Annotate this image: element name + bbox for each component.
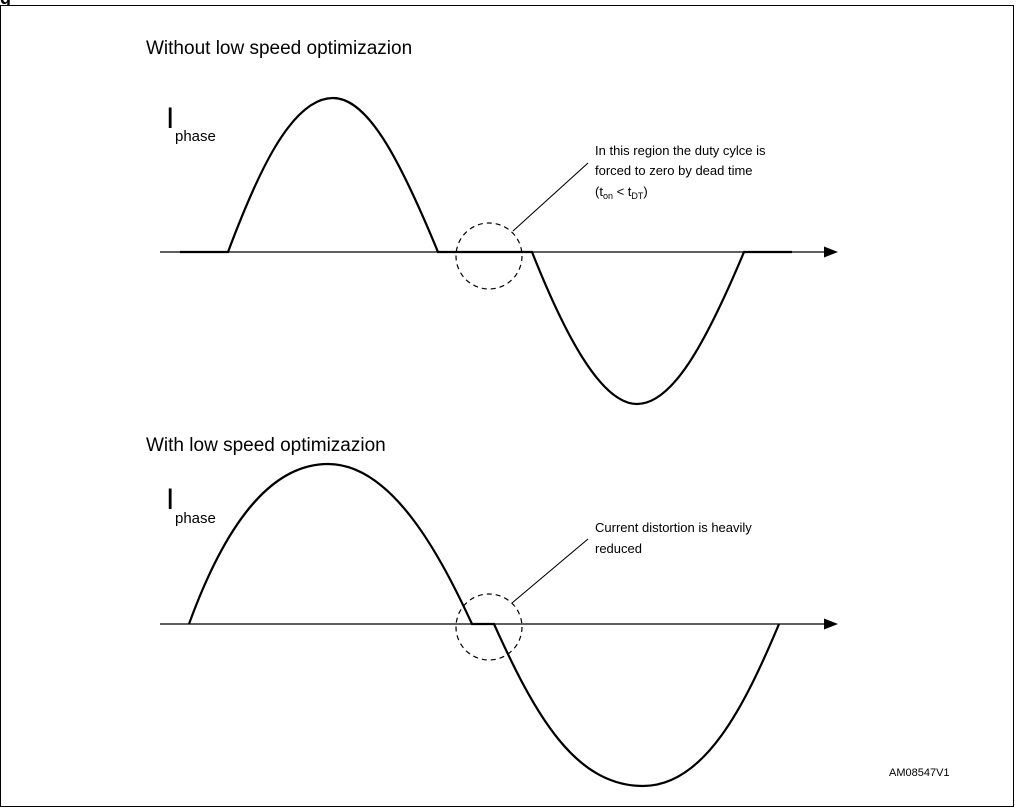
phase-current-waveform [180, 96, 792, 406]
annotation-line-1: Current distortion is heavily [595, 520, 752, 535]
dead-time-formula: (ton < tDT) [595, 184, 648, 201]
figure-id-code: AM08547V1 [889, 767, 950, 779]
figure-frame [0, 5, 1014, 807]
annotation-line-2: reduced [595, 541, 642, 556]
annotation-leader-line [511, 538, 589, 604]
annotation-leader-line [512, 162, 589, 232]
panel-without-optimization: Without low speed optimizazion I phase I… [146, 38, 838, 406]
figure-caption-strip: g [0, 0, 1016, 6]
panel-with-optimization: With low speed optimizazion I phase Curr… [146, 435, 838, 788]
axis-arrowhead [824, 618, 838, 630]
annotation-line-2: forced to zero by dead time [595, 163, 753, 178]
annotation-line-1: In this region the duty cylce is [595, 143, 766, 158]
axis-label-i: I [166, 483, 174, 516]
axis-label-i: I [166, 102, 174, 135]
axis-label-phase: phase [175, 510, 216, 527]
dead-time-region-circle [455, 222, 523, 290]
axis-label-phase: phase [175, 128, 216, 145]
axis-arrowhead [824, 246, 838, 258]
phase-current-waveform [187, 462, 781, 788]
distortion-region-circle [455, 593, 523, 661]
panel-heading: With low speed optimizazion [146, 435, 386, 456]
panel-heading: Without low speed optimizazion [146, 38, 412, 59]
figure-caption-fragment: g [0, 0, 11, 6]
